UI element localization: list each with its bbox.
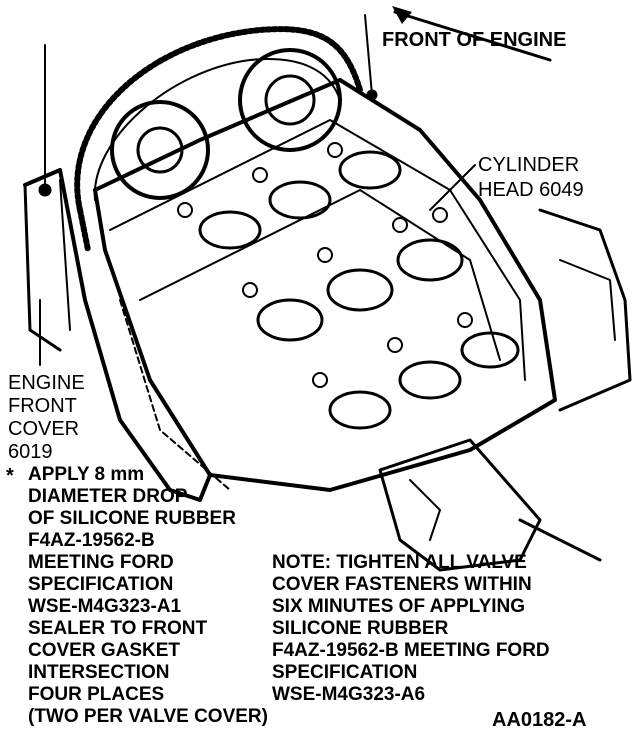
timing-chain — [74, 26, 363, 253]
valve-cover-gasket — [119, 299, 231, 491]
apply-note-asterisk: * — [6, 465, 14, 487]
lower-bracket — [378, 438, 542, 572]
tighten-note: NOTE: TIGHTEN ALL VALVE COVER FASTENERS … — [272, 552, 550, 706]
apply-note-line: WSE-M4G323-A1 — [28, 596, 182, 617]
front-of-engine-arrowhead — [392, 6, 412, 24]
cylinder-head-label-line2: HEAD 6049 — [478, 179, 584, 201]
apply-note-line: SEALER TO FRONT — [28, 618, 208, 639]
cylinder-head-outline — [93, 78, 557, 492]
apply-note-line: F4AZ-19562-B — [28, 530, 155, 551]
engine-front-cover-label-line3: COVER — [8, 418, 80, 440]
timing-chain-inner — [93, 58, 341, 201]
front-of-engine-label: FRONT OF ENGINE — [382, 29, 567, 51]
cam-sprocket-right — [238, 48, 342, 152]
tighten-note-line: SIX MINUTES OF APPLYING — [272, 596, 526, 617]
apply-note-line: COVER GASKET — [28, 640, 181, 661]
engine-front-cover-label-line4: 6019 — [8, 441, 53, 463]
apply-note-line: SPECIFICATION — [28, 574, 174, 595]
tighten-note-line: WSE-M4G323-A6 — [272, 684, 426, 705]
sealer-point-marker-2 — [364, 14, 373, 96]
engine-front-cover — [23, 168, 212, 502]
manifold — [538, 208, 632, 412]
tighten-note-line: SPECIFICATION — [272, 662, 418, 683]
apply-note: APPLY 8 mm DIAMETER DROP OF SILICONE RUB… — [28, 464, 268, 728]
apply-note-line: APPLY 8 mm — [28, 464, 145, 485]
bolts — [177, 142, 473, 388]
cylinder-head-label-line1: CYLINDER — [478, 154, 580, 176]
figure-id: AA0182-A — [492, 709, 587, 731]
apply-note-line: DIAMETER DROP — [28, 486, 188, 507]
tighten-note-line: SILICONE RUBBER — [272, 618, 449, 639]
front-of-engine-arrow-shaft — [393, 10, 552, 62]
tighten-note-line: F4AZ-19562-B MEETING FORD — [272, 640, 550, 661]
apply-note-line: (TWO PER VALVE COVER) — [28, 706, 268, 727]
tighten-note-line: NOTE: TIGHTEN ALL VALVE — [272, 552, 527, 573]
cylinder-head-leader — [429, 164, 476, 211]
apply-note-line: MEETING FORD — [28, 552, 174, 573]
apply-note-line: FOUR PLACES — [28, 684, 165, 705]
apply-note-line: INTERSECTION — [28, 662, 170, 683]
engine-front-cover-label-line1: ENGINE — [8, 372, 85, 394]
tighten-note-line: COVER FASTENERS WITHIN — [272, 574, 532, 595]
apply-note-line: OF SILICONE RUBBER — [28, 508, 236, 529]
engine-front-cover-label-line2: FRONT — [8, 395, 77, 417]
camshaft-bearing-caps — [198, 150, 520, 430]
cam-sprocket-left — [110, 100, 210, 200]
